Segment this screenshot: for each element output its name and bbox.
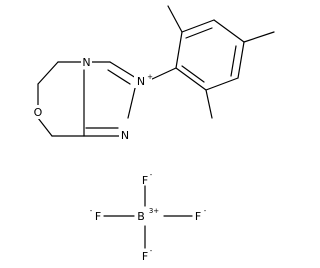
atom-n-bottom: N <box>119 128 131 142</box>
atom-label-n-plus: N <box>137 75 145 88</box>
atom-label-b: B <box>137 210 145 223</box>
bond-o-ch2 <box>37 117 53 137</box>
methyl-top <box>167 5 183 33</box>
bond-nplus-aryl <box>149 67 177 81</box>
atom-label-o: O <box>34 106 43 119</box>
bond-ch2-ch2-top <box>37 61 59 85</box>
bond-aryl-2 <box>181 19 215 33</box>
bond-ch-nplus-double <box>107 69 131 85</box>
atom-o: O <box>32 105 44 119</box>
atom-label-n-bottom: N <box>121 129 129 142</box>
atom-f-left: - F <box>90 207 101 223</box>
atom-f-bottom: F - <box>142 247 153 263</box>
bond-aryl-5 <box>205 77 239 91</box>
bond-aryl-4b <box>230 45 237 77</box>
atom-boron: B 3+ <box>137 207 159 223</box>
atom-label-f-top: F <box>142 174 148 187</box>
atom-label-n-top: N <box>82 56 90 69</box>
charge-f-top: - <box>150 171 153 179</box>
bond-nplus-n <box>127 83 137 119</box>
charge-f-left: - <box>90 207 93 215</box>
atom-n-plus: N + <box>134 73 153 88</box>
bond-aryl-3 <box>213 19 245 43</box>
atom-label-f-left: F <box>95 210 101 223</box>
atom-f-right: F - <box>195 207 207 223</box>
atom-n-top: N <box>81 55 92 69</box>
bond-aryl-2b <box>185 27 213 39</box>
bond-ch-nplus-single <box>109 61 137 79</box>
charge-f-right: - <box>204 207 207 215</box>
methyl-right <box>243 31 275 43</box>
bond-aryl-4 <box>237 41 245 79</box>
bond-aryl-6b <box>181 65 205 83</box>
charge-f-bottom: - <box>150 247 153 255</box>
bond-aryl-6 <box>175 67 207 91</box>
charge-plus: + <box>147 73 153 81</box>
ring-bonds <box>37 61 177 137</box>
atom-label-f-bottom: F <box>142 250 148 263</box>
bond-aryl-1 <box>175 31 183 69</box>
charge-boron: 3+ <box>149 207 159 215</box>
mesityl-ring <box>167 5 275 119</box>
atom-f-top: F - <box>142 171 153 187</box>
atom-label-f-right: F <box>195 210 201 223</box>
chemical-structure: N N + N O F - - F B 3+ F - F - <box>32 5 275 263</box>
methyl-bottom <box>205 89 213 119</box>
bf4-bonds <box>103 185 193 249</box>
